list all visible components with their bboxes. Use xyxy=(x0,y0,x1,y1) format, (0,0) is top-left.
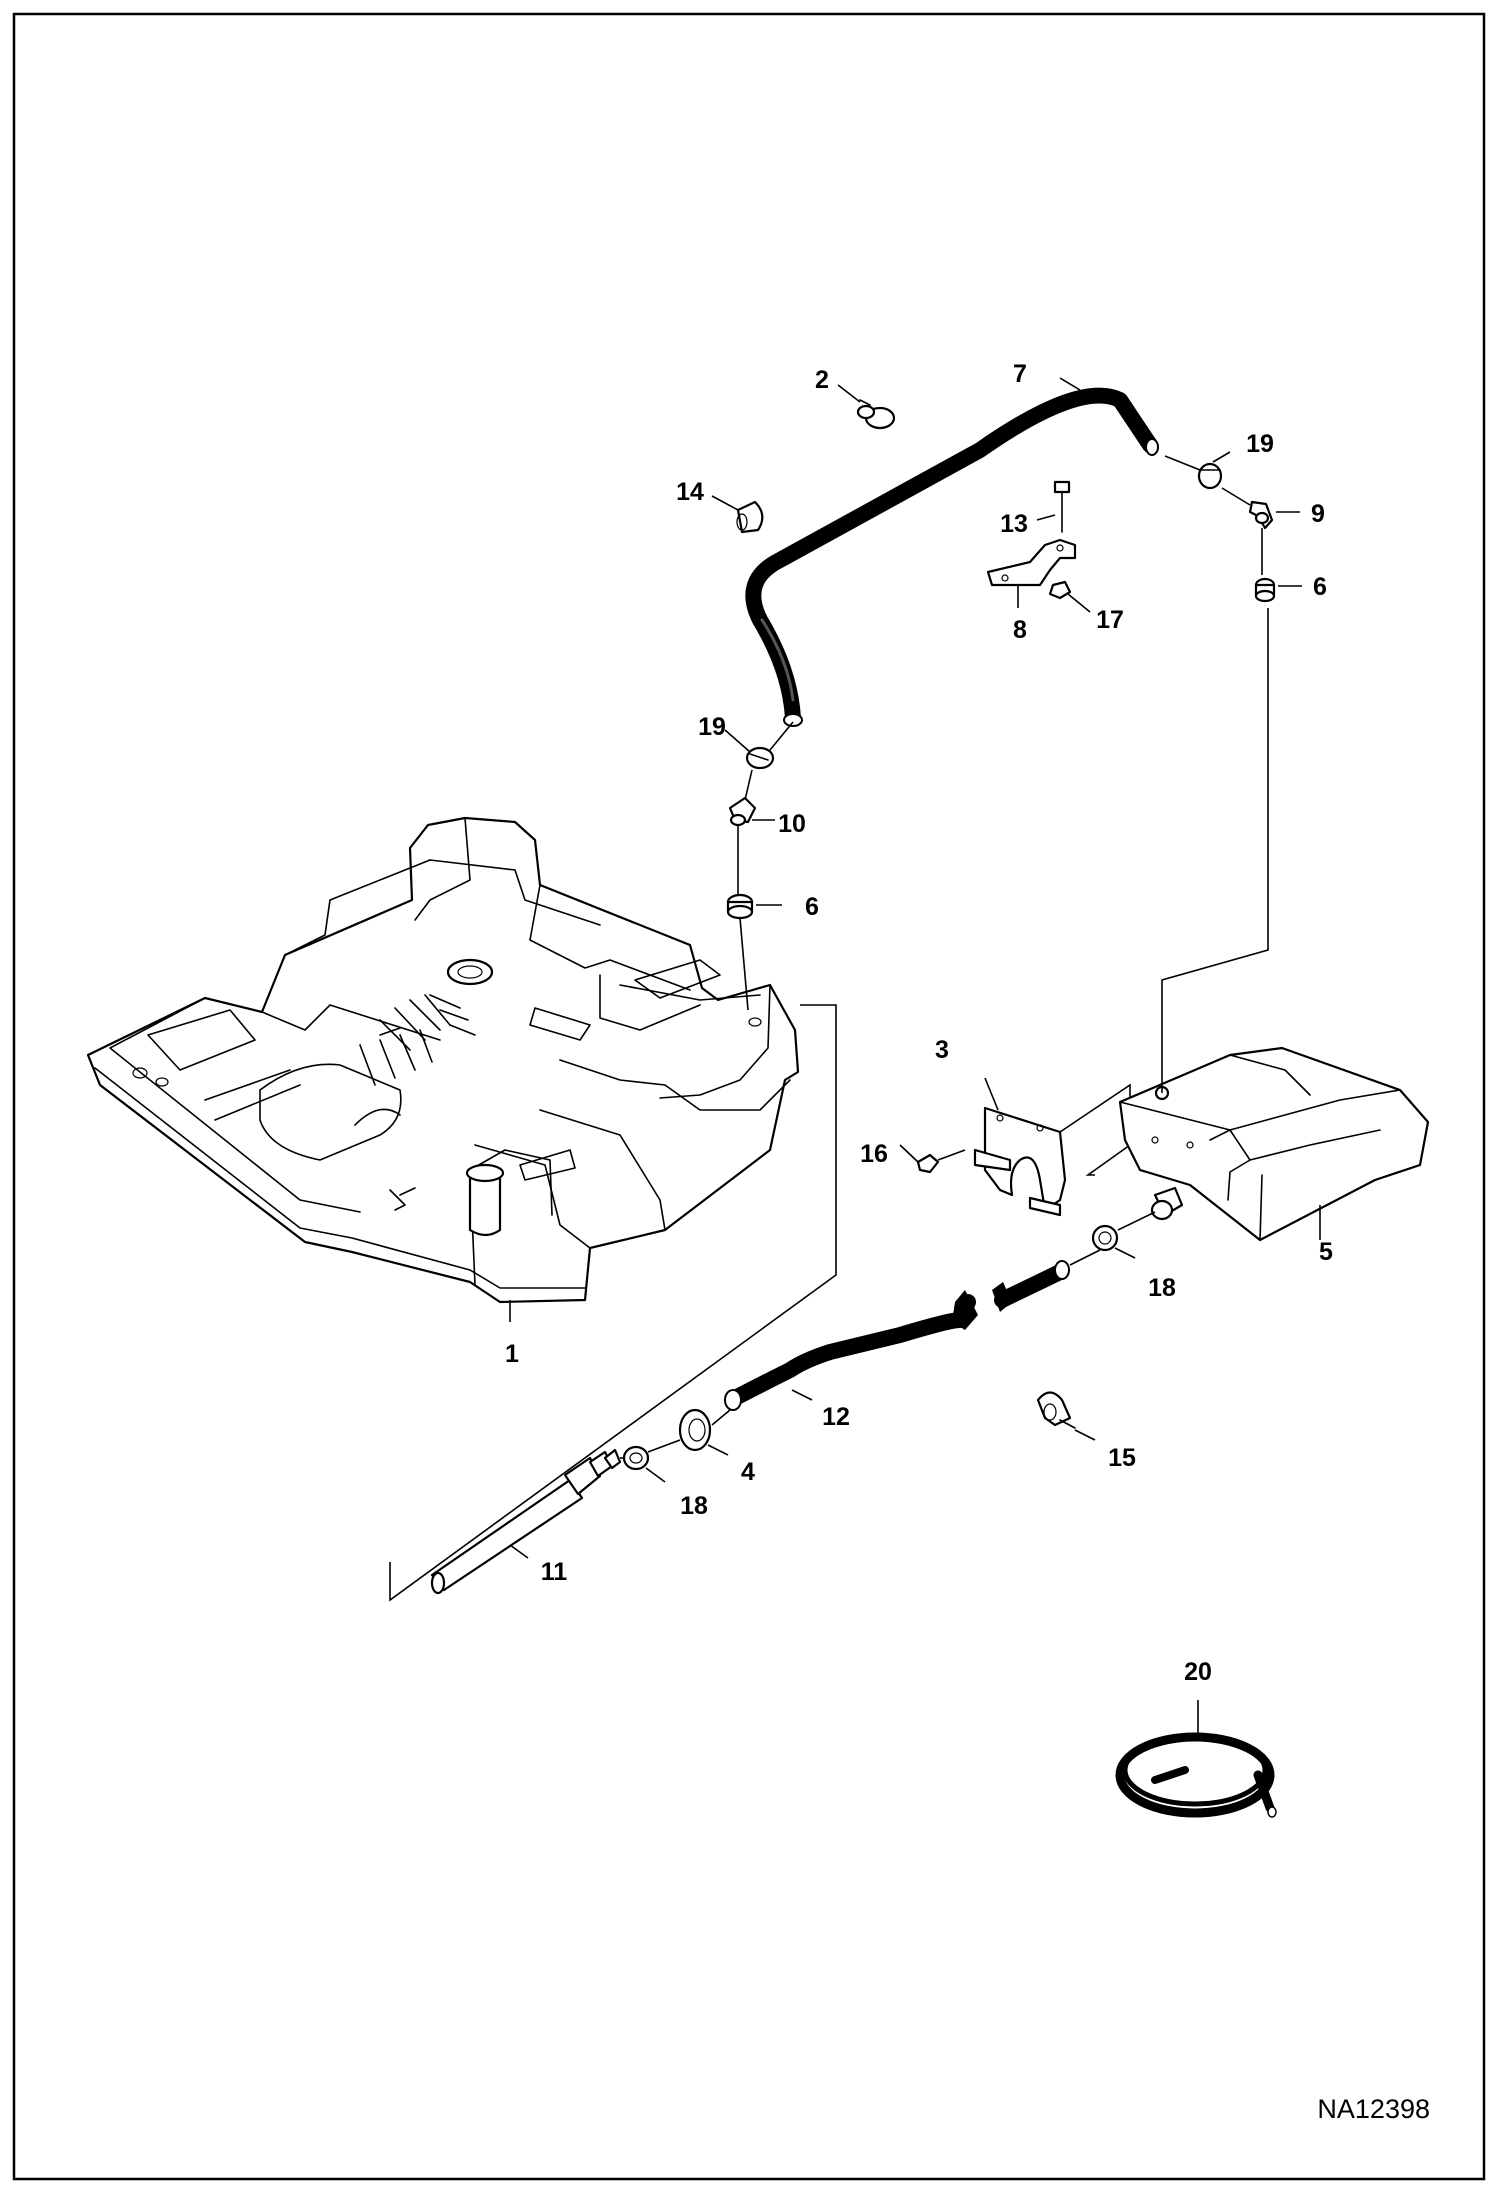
bracket xyxy=(973,1106,1067,1217)
coiled-hose xyxy=(1115,1732,1277,1818)
callout-15: 15 xyxy=(1108,1444,1136,1472)
elbow-fitting-9 xyxy=(1248,500,1274,530)
leader-12 xyxy=(791,1389,813,1401)
grommet-6-lower xyxy=(726,893,754,920)
callout-11: 11 xyxy=(541,1558,568,1586)
callout-17: 17 xyxy=(1096,606,1124,634)
clip-14 xyxy=(736,500,764,534)
callout-18-left: 18 xyxy=(680,1492,708,1520)
screw-13 xyxy=(1053,480,1071,533)
assembly-bracket-line xyxy=(389,1004,837,1602)
leader-14 xyxy=(711,495,739,511)
tube-11 xyxy=(430,1448,622,1595)
seal-to-hose-line xyxy=(711,1409,731,1426)
clip-15 xyxy=(1036,1391,1076,1429)
leader-11 xyxy=(509,1544,529,1559)
callout-16: 16 xyxy=(860,1140,888,1168)
leader-18-left xyxy=(645,1467,666,1483)
breather-hose xyxy=(745,387,1159,727)
leader-3 xyxy=(984,1077,999,1111)
callout-9: 9 xyxy=(1311,500,1325,528)
drawing-number: NA12398 xyxy=(1317,2094,1430,2124)
leader-13 xyxy=(1036,514,1056,521)
callout-19-lower: 19 xyxy=(698,713,726,741)
callout-6-lower: 6 xyxy=(805,893,819,921)
callout-6-upper: 6 xyxy=(1313,573,1327,601)
leader-19-upper xyxy=(1212,451,1231,463)
clamp-19-upper xyxy=(1197,462,1223,490)
callout-10: 10 xyxy=(778,810,806,838)
grommet-6-upper xyxy=(1254,577,1276,603)
leader-7 xyxy=(1059,377,1081,391)
leader-16 xyxy=(899,1144,919,1163)
callout-20: 20 xyxy=(1184,1658,1212,1686)
callout-13: 13 xyxy=(1000,510,1028,538)
bolt-16 xyxy=(916,1149,966,1174)
callout-19-upper: 19 xyxy=(1246,430,1274,458)
clamp-to-fitting-line xyxy=(1221,487,1251,506)
clamp-18-right xyxy=(1091,1224,1119,1252)
callout-8: 8 xyxy=(1013,616,1027,644)
hose-to-clamp-lower-line xyxy=(769,721,794,751)
hose-to-clamp-line xyxy=(1164,455,1201,471)
supply-hose xyxy=(724,1260,1070,1411)
elbow-fitting-10 xyxy=(728,796,757,827)
callout-5: 5 xyxy=(1319,1238,1333,1266)
fuel-tank xyxy=(86,816,800,1304)
grommet-to-tank-line xyxy=(739,917,749,1011)
leader-15 xyxy=(1074,1429,1096,1441)
bracket-frame-line xyxy=(1059,1083,1131,1176)
callout-12: 12 xyxy=(822,1403,850,1431)
diagram-frame xyxy=(12,12,1486,2181)
callout-7: 7 xyxy=(1013,360,1027,388)
clamp-18-left xyxy=(622,1445,650,1471)
reservoir-tank xyxy=(1118,1046,1430,1242)
callout-3: 3 xyxy=(935,1036,949,1064)
vent-line xyxy=(1161,608,1269,1093)
leader-18-right xyxy=(1114,1247,1136,1259)
bracket-8 xyxy=(986,538,1077,587)
clamp-to-fitting-lower-line xyxy=(744,769,753,801)
callout-18-right: 18 xyxy=(1148,1274,1176,1302)
callout-4: 4 xyxy=(741,1458,755,1486)
clamp-19-lower xyxy=(745,746,775,770)
callout-14: 14 xyxy=(676,478,704,506)
clamp-to-seal-line xyxy=(647,1439,681,1453)
leader-2 xyxy=(837,384,861,403)
clamp-2 xyxy=(856,399,896,430)
callout-1: 1 xyxy=(505,1340,519,1368)
leader-4 xyxy=(707,1444,729,1456)
clamp-to-outlet-line xyxy=(1117,1211,1156,1231)
nut-17 xyxy=(1048,580,1072,600)
hose-to-clamp-right-line xyxy=(1069,1249,1101,1266)
leader-19-lower xyxy=(724,729,751,753)
callout-2: 2 xyxy=(815,366,829,394)
seal-4 xyxy=(678,1408,712,1452)
leader-17 xyxy=(1067,593,1091,613)
